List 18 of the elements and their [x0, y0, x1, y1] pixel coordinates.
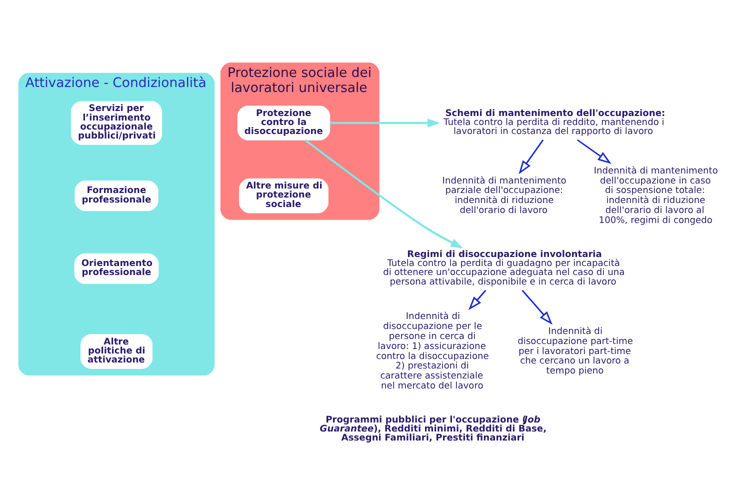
arrow: [468, 289, 486, 310]
arrow: [330, 118, 440, 127]
node-box: Servizi per l’inserimento occupazionale pubblici/privati: [70, 100, 162, 144]
node-box: Altre politiche di attivazione: [80, 334, 153, 368]
arrow: [576, 138, 612, 164]
node-text: Regimi di disoccupazione involontaria Tutela contro la perdita di guadagno per incapacità di ottenere un'occupazione adeguata nel caso di una persona attivabile, disponibile e in cerca di lavoro: [383, 249, 625, 287]
node-text: Indennità di disoccupazione per le persone in cerca di lavoro: 1) assicurazione contro la disoccupazione 2) prestazioni di carattere assistenziale nel mercato del lavoro: [376, 312, 489, 392]
node-box: Altre misure di protezione sociale: [239, 178, 328, 213]
arrow: [304, 138, 464, 248]
node-box: Protezione contro la disoccupazione: [237, 105, 330, 140]
node-box: Formazione professionale: [74, 180, 158, 211]
node-text: Indennità di mantenimento dell'occupazione in caso di sospensione totale: indennità di riduzione dell'orario di lavoro al 100%, regimi di congedo: [594, 166, 718, 226]
node-text: Indennità di mantenimento parziale dell'occupazione: indennità di riduzione dell'orario di lavoro: [442, 176, 566, 216]
node-text: Schemi di mantenimento dell'occupazione: Tutela contro la perdita di reddito, mantenendo i lavoratori in costanza del rapporto di lavoro: [444, 108, 666, 136]
arrow: [522, 289, 552, 324]
node-text: Indennità di disoccupazione part-time per i lavoratori part-time che cercano un lavoro a tempo pieno: [518, 326, 633, 376]
arrow: [518, 139, 544, 174]
node-box: Orientamento professionale: [74, 252, 159, 284]
